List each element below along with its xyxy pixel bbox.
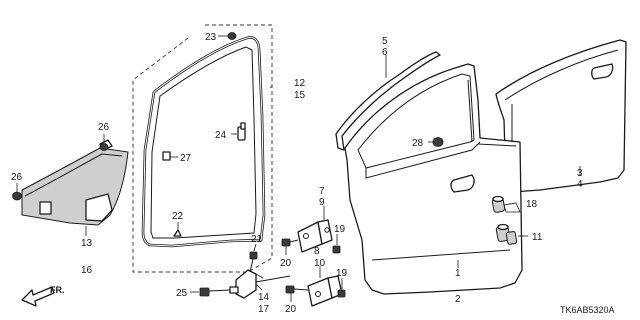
bolt-20-upper xyxy=(281,238,299,255)
lower-hinge xyxy=(307,266,343,307)
leader-lines xyxy=(85,86,581,279)
window-molding xyxy=(335,51,441,151)
bolt-21 xyxy=(249,243,258,273)
callout-24: 24 xyxy=(215,130,227,141)
callout-20-upper: 20 xyxy=(280,258,292,269)
grommet-26-upper xyxy=(99,134,109,151)
callout-25: 25 xyxy=(176,288,188,299)
callout-27: 27 xyxy=(180,153,192,164)
plug-28 xyxy=(428,137,444,147)
stopper-11 xyxy=(495,223,528,245)
bolt-20-lower xyxy=(285,285,309,302)
callout-22: 22 xyxy=(172,211,184,222)
clip-22 xyxy=(173,222,182,237)
door-assembly xyxy=(344,63,523,295)
door-weatherstrip xyxy=(141,36,266,248)
bracket-24 xyxy=(231,122,246,141)
callout-20-lower: 20 xyxy=(285,304,297,315)
stopper-18 xyxy=(491,195,521,213)
callout-1: 1 xyxy=(455,268,461,279)
callout-4: 4 xyxy=(577,179,583,190)
callout-17: 17 xyxy=(258,304,270,315)
callout-12: 12 xyxy=(294,78,306,89)
callout-5: 5 xyxy=(382,36,388,47)
lower-door-seal xyxy=(21,139,129,226)
door-checker xyxy=(229,269,291,299)
upper-hinge xyxy=(297,206,333,253)
clip-23 xyxy=(218,32,237,40)
grommet-26-lower xyxy=(12,183,22,201)
callout-28: 28 xyxy=(412,138,424,149)
callout-11: 11 xyxy=(532,232,543,243)
callout-26-upper: 26 xyxy=(98,122,110,133)
callout-18: 18 xyxy=(526,199,538,210)
callout-3: 3 xyxy=(577,168,583,179)
callout-2: 2 xyxy=(455,294,461,305)
callout-26-lower: 26 xyxy=(11,172,23,183)
bolt-19-lower xyxy=(337,278,346,298)
clip-27 xyxy=(162,151,178,161)
callout-21: 21 xyxy=(251,234,263,245)
bolt-19-upper xyxy=(332,234,341,254)
callout-9: 9 xyxy=(319,197,325,208)
bolt-25 xyxy=(190,287,231,297)
callout-7: 7 xyxy=(319,186,325,197)
callout-19-upper: 19 xyxy=(334,224,346,235)
callout-6: 6 xyxy=(382,47,388,58)
callout-15: 15 xyxy=(294,90,306,101)
callout-19-lower: 19 xyxy=(336,268,348,279)
direction-label: FR. xyxy=(50,285,65,295)
callout-14: 14 xyxy=(258,292,270,303)
door-outer-panel xyxy=(495,39,627,193)
diagram-code: TK6AB5320A xyxy=(560,305,615,315)
callout-23: 23 xyxy=(205,32,217,43)
front-direction-arrow-icon xyxy=(21,286,55,307)
callout-10: 10 xyxy=(314,258,326,269)
callout-13: 13 xyxy=(81,238,93,249)
callout-16: 16 xyxy=(81,265,93,276)
callout-8: 8 xyxy=(314,246,320,257)
